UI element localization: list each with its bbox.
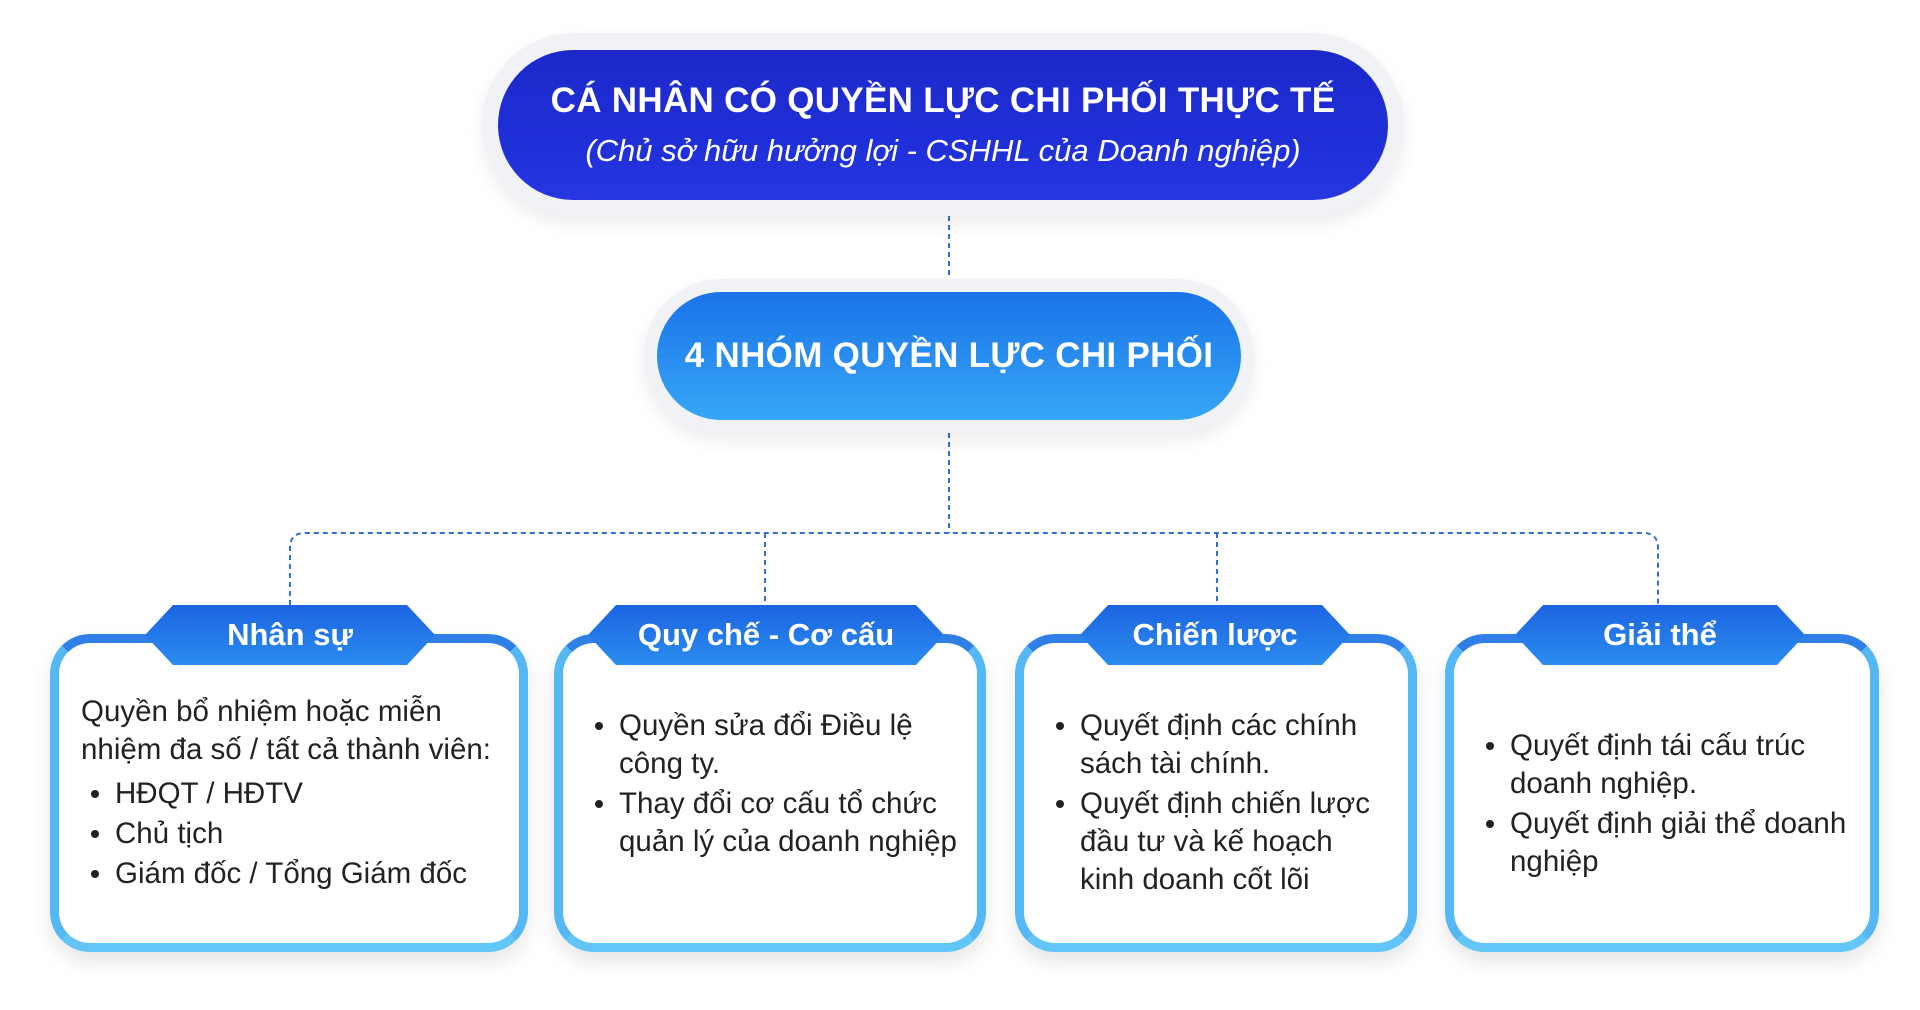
group-card-body: Quyết định các chính sách tài chính. Quy… bbox=[1046, 707, 1394, 923]
top-node-subtitle: (Chủ sở hữu hưởng lợi - CSHHL của Doanh … bbox=[585, 133, 1301, 168]
group-card-body: Quyết định tái cấu trúc doanh nghiệp. Qu… bbox=[1476, 727, 1856, 923]
list-item: HĐQT / HĐTV bbox=[91, 775, 505, 813]
group-header-dissolution: Giải thể bbox=[1515, 605, 1805, 665]
middle-node-title: 4 NHÓM QUYỀN LỰC CHI PHỐI bbox=[684, 336, 1214, 375]
group-card-strategy: Quyết định các chính sách tài chính. Quy… bbox=[1015, 634, 1417, 952]
group-list: Quyết định tái cấu trúc doanh nghiệp. Qu… bbox=[1476, 727, 1856, 883]
top-node-beneficial-owner: CÁ NHÂN CÓ QUYỀN LỰC CHI PHỐI THỰC TẾ (C… bbox=[498, 50, 1388, 200]
group-header-strategy: Chiến lược bbox=[1080, 605, 1350, 665]
list-item: Quyết định tái cấu trúc doanh nghiệp. bbox=[1486, 727, 1856, 803]
group-card-personnel: Quyền bổ nhiệm hoặc miễn nhiệm đa số / t… bbox=[50, 634, 528, 952]
group-card-body: Quyền sửa đổi Điều lệ công ty. Thay đổi … bbox=[585, 707, 963, 923]
group-title: Giải thể bbox=[1603, 617, 1717, 652]
group-intro: Quyền bổ nhiệm hoặc miễn nhiệm đa số / t… bbox=[81, 695, 491, 766]
group-header-personnel: Nhân sự bbox=[145, 605, 435, 665]
group-title: Chiến lược bbox=[1132, 617, 1298, 652]
top-node-title: CÁ NHÂN CÓ QUYỀN LỰC CHI PHỐI THỰC TẾ bbox=[550, 81, 1336, 120]
list-item: Quyết định giải thể doanh nghiệp bbox=[1486, 805, 1856, 881]
list-item: Quyết định chiến lược đầu tư và kế hoạch… bbox=[1056, 785, 1394, 899]
list-item: Thay đổi cơ cấu tổ chức quản lý của doan… bbox=[595, 785, 963, 861]
connector-bus bbox=[289, 532, 1659, 605]
group-title: Nhân sự bbox=[227, 617, 353, 652]
group-card-body: Quyền bổ nhiệm hoặc miễn nhiệm đa số / t… bbox=[81, 693, 505, 923]
group-title: Quy chế - Cơ cấu bbox=[637, 617, 895, 652]
group-list: HĐQT / HĐTV Chủ tịch Giám đốc / Tổng Giá… bbox=[81, 775, 505, 895]
list-item: Giám đốc / Tổng Giám đốc bbox=[91, 855, 505, 893]
list-item: Quyền sửa đổi Điều lệ công ty. bbox=[595, 707, 963, 783]
group-list: Quyết định các chính sách tài chính. Quy… bbox=[1046, 707, 1394, 901]
group-header-regulation-structure: Quy chế - Cơ cấu bbox=[588, 605, 944, 665]
list-item: Chủ tịch bbox=[91, 815, 505, 853]
middle-node-four-groups: 4 NHÓM QUYỀN LỰC CHI PHỐI bbox=[657, 292, 1241, 420]
list-item: Quyết định các chính sách tài chính. bbox=[1056, 707, 1394, 783]
group-card-dissolution: Quyết định tái cấu trúc doanh nghiệp. Qu… bbox=[1445, 634, 1879, 952]
group-card-regulation-structure: Quyền sửa đổi Điều lệ công ty. Thay đổi … bbox=[554, 634, 986, 952]
group-list: Quyền sửa đổi Điều lệ công ty. Thay đổi … bbox=[585, 707, 963, 863]
